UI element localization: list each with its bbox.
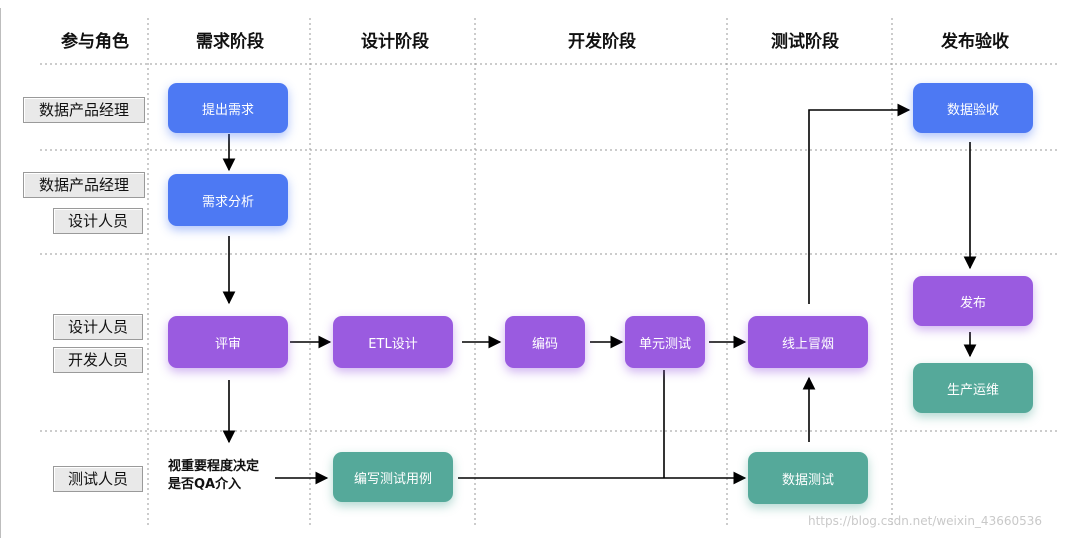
node-release: 发布: [913, 276, 1033, 326]
role-row2b: 设计人员: [53, 208, 143, 234]
node-production-ops: 生产运维: [913, 363, 1033, 413]
header-roles: 参与角色: [61, 32, 129, 52]
node-write-test-cases: 编写测试用例: [333, 452, 453, 502]
node-raise-requirement: 提出需求: [168, 83, 288, 133]
qa-decision-note-line1: 视重要程度决定: [168, 459, 260, 474]
node-online-smoke: 线上冒烟: [748, 316, 868, 368]
arrow-smoke-to-acceptance: [808, 103, 911, 304]
role-row3b: 开发人员: [53, 347, 143, 373]
header-requirements: 需求阶段: [196, 32, 264, 52]
role-row4: 测试人员: [53, 466, 143, 492]
header-release: 发布验收: [941, 32, 1009, 52]
diagram-frame: [0, 8, 1077, 538]
watermark: https://blog.csdn.net/weixin_43660536: [808, 514, 1043, 528]
header-testing: 测试阶段: [771, 32, 839, 52]
role-row3a: 设计人员: [53, 314, 143, 340]
header-design: 设计阶段: [361, 32, 429, 52]
node-coding: 编码: [505, 316, 585, 368]
node-data-test: 数据测试: [748, 452, 868, 504]
node-review: 评审: [168, 316, 288, 368]
role-row1: 数据产品经理: [23, 97, 145, 123]
qa-decision-note: 视重要程度决定 是否QA介入: [168, 458, 259, 494]
node-etl-design: ETL设计: [333, 316, 453, 368]
header-development: 开发阶段: [568, 32, 636, 52]
node-unit-test: 单元测试: [625, 316, 705, 368]
qa-decision-note-line2: 是否QA介入: [168, 477, 242, 492]
node-requirement-analysis: 需求分析: [168, 174, 288, 226]
node-data-acceptance: 数据验收: [913, 83, 1033, 133]
role-row2a: 数据产品经理: [23, 172, 145, 198]
